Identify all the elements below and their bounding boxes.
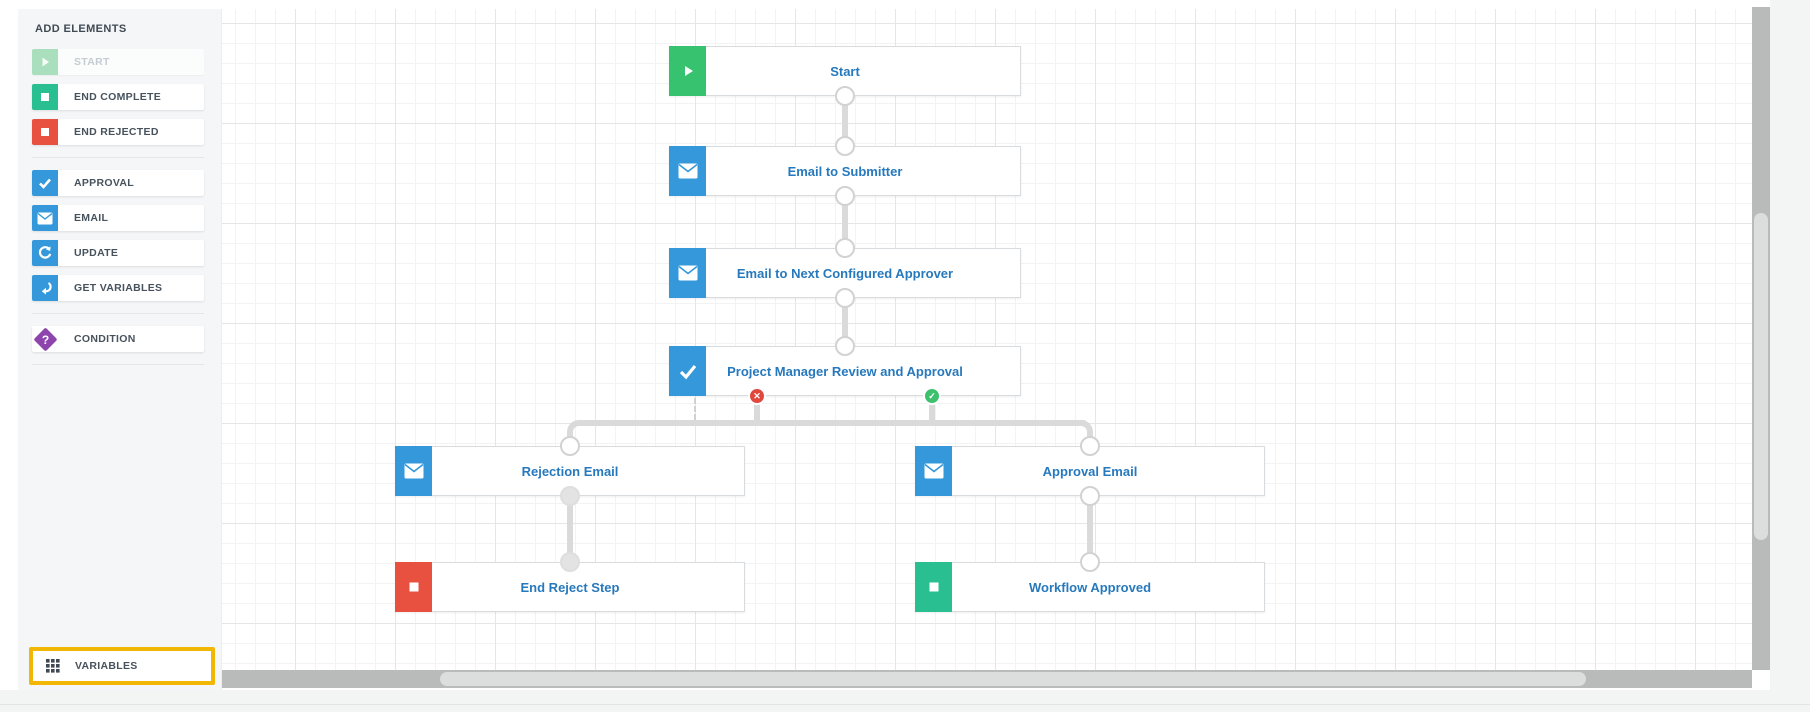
envelope-icon <box>915 446 952 496</box>
play-icon <box>669 46 706 96</box>
horizontal-scrollbar-thumb[interactable] <box>440 672 1586 686</box>
port-approval-top[interactable] <box>1080 436 1100 456</box>
page-bottom-border <box>0 704 1810 705</box>
palette-divider <box>32 364 204 365</box>
element-palette: START END COMPLETE END REJECTED APPR <box>32 49 204 377</box>
port-email-top[interactable] <box>835 136 855 156</box>
end-square-icon <box>32 84 58 110</box>
edge-next-review <box>842 298 848 346</box>
vertical-scrollbar-thumb[interactable] <box>1754 213 1768 540</box>
palette-divider <box>32 313 204 314</box>
palette-item-get-variables[interactable]: GET VARIABLES <box>32 275 204 301</box>
edge-reject-stub <box>754 402 760 422</box>
port-approval-bottom[interactable] <box>1080 486 1100 506</box>
edge-approval-end <box>1087 496 1093 562</box>
edge-branch-horizontal <box>581 420 1085 426</box>
port-rejection-top[interactable] <box>560 436 580 456</box>
reject-badge[interactable]: ✕ <box>748 387 766 405</box>
check-icon <box>32 170 58 196</box>
port-start-bottom[interactable] <box>835 86 855 106</box>
edge-corner-left <box>567 420 581 446</box>
check-icon <box>669 346 706 396</box>
port-next-top[interactable] <box>835 238 855 258</box>
edge-corner-right <box>1079 420 1093 446</box>
end-square-icon <box>32 119 58 145</box>
palette-item-start: START <box>32 49 204 75</box>
grid-icon <box>46 659 60 673</box>
port-workflow-approved-top[interactable] <box>1080 552 1100 572</box>
port-email-bottom[interactable] <box>835 186 855 206</box>
edge-approve-stub <box>929 402 935 422</box>
return-arrow-icon <box>32 275 58 301</box>
variables-button[interactable]: VARIABLES <box>29 647 215 685</box>
port-rejection-bottom[interactable] <box>560 486 580 506</box>
envelope-icon <box>395 446 432 496</box>
envelope-icon <box>669 248 706 298</box>
palette-item-approval[interactable]: APPROVAL <box>32 170 204 196</box>
vertical-scrollbar[interactable] <box>1752 7 1770 670</box>
edge-email-next <box>842 196 848 248</box>
palette-item-end-complete[interactable]: END COMPLETE <box>32 84 204 110</box>
panel-title: ADD ELEMENTS <box>35 23 127 35</box>
variables-button-label: VARIABLES <box>75 660 138 672</box>
palette-item-email[interactable]: EMAIL <box>32 205 204 231</box>
palette-item-end-rejected[interactable]: END REJECTED <box>32 119 204 145</box>
add-elements-panel: ADD ELEMENTS START END COMPLETE END REJE… <box>18 9 222 690</box>
palette-item-update[interactable]: UPDATE <box>32 240 204 266</box>
workflow-canvas[interactable]: Start Email to Submitter Email to Next C… <box>222 9 1752 670</box>
play-icon <box>32 49 58 75</box>
edge-rejection-end <box>567 496 573 562</box>
palette-item-condition[interactable]: ? CONDITION <box>32 326 204 352</box>
diamond-question-icon: ? <box>32 326 58 352</box>
edge-dashed-stub <box>694 398 696 420</box>
envelope-icon <box>32 205 58 231</box>
refresh-icon <box>32 240 58 266</box>
workflow-designer-app: ADD ELEMENTS START END COMPLETE END REJE… <box>0 0 1770 690</box>
palette-divider <box>32 157 204 158</box>
approve-badge[interactable]: ✓ <box>923 387 941 405</box>
end-square-icon <box>915 562 952 612</box>
port-end-reject-top[interactable] <box>560 552 580 572</box>
edge-start-email <box>842 96 848 146</box>
envelope-icon <box>669 146 706 196</box>
port-next-bottom[interactable] <box>835 288 855 308</box>
port-review-top[interactable] <box>835 336 855 356</box>
horizontal-scrollbar[interactable] <box>222 670 1752 688</box>
end-square-icon <box>395 562 432 612</box>
